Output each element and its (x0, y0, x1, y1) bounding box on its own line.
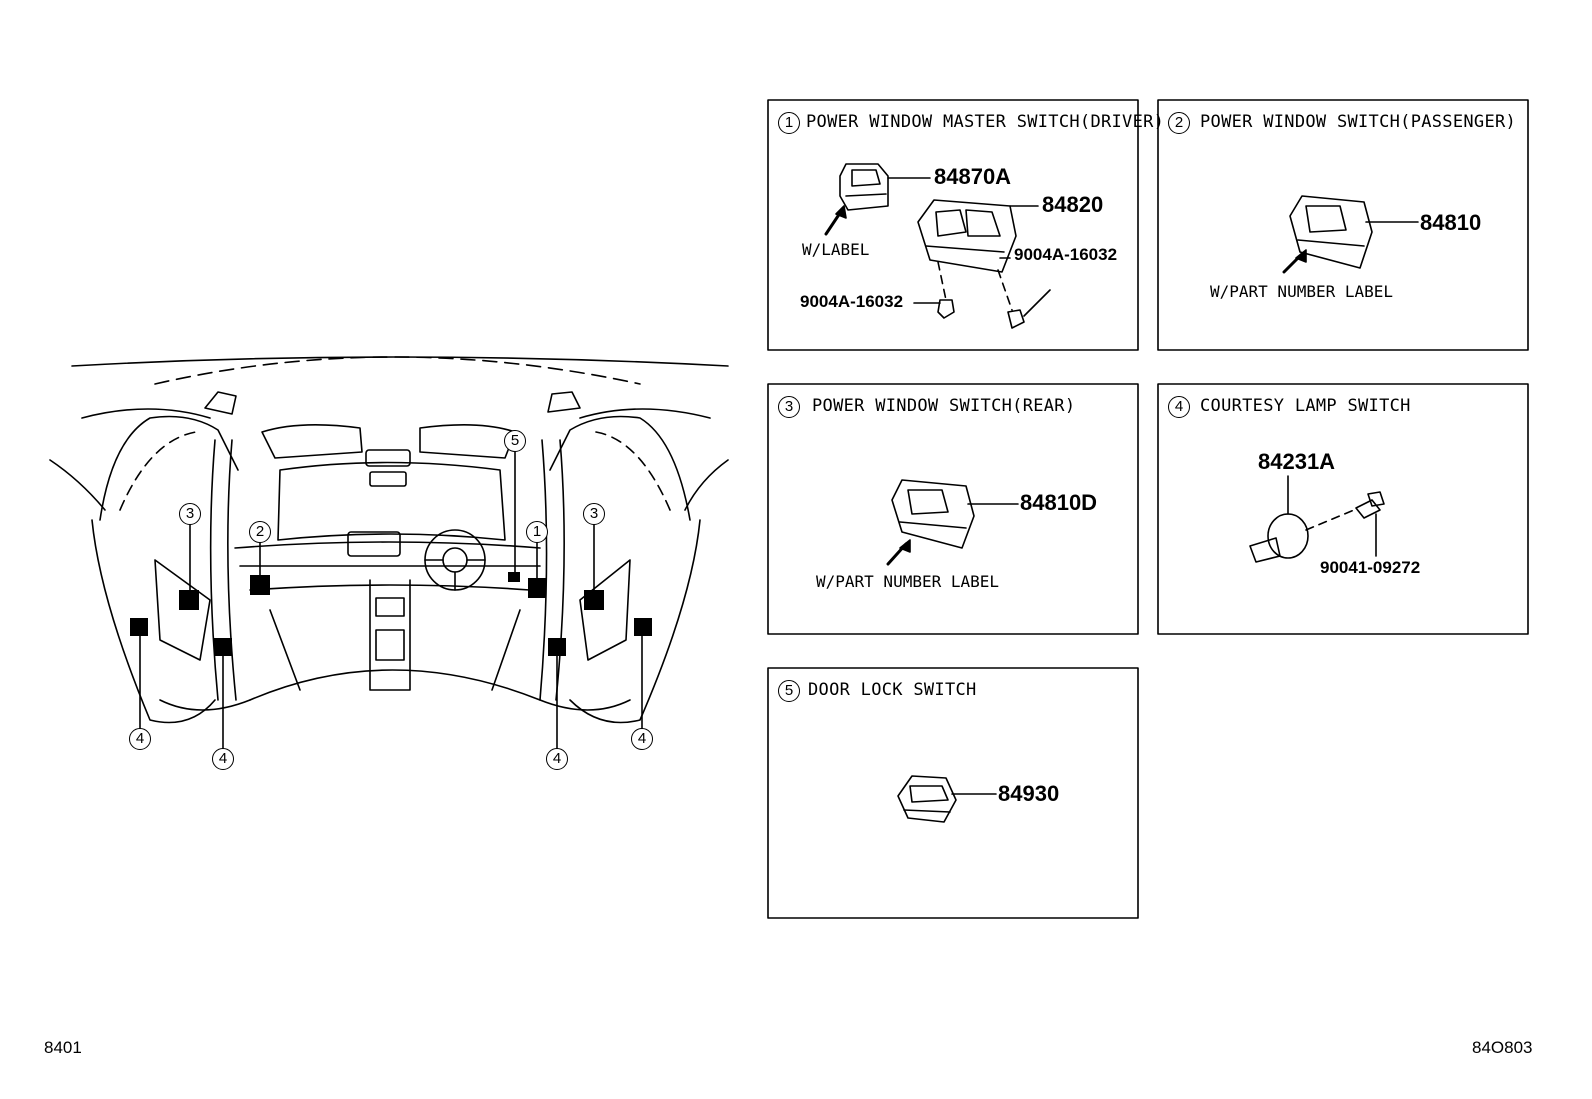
overview-callout: 3 (583, 503, 605, 525)
part-84870a-drawing (839, 163, 889, 211)
part-number-84820: 84820 (1042, 192, 1104, 217)
panel-1-frame (767, 99, 1139, 351)
vehicle-interior-overview (49, 356, 729, 724)
bolt-90041-drawing (1355, 491, 1385, 519)
part-number-label-note: W/PART NUMBER LABEL (816, 572, 1000, 591)
bolt-number-90041: 90041-09272 (1320, 558, 1421, 577)
part-84810d-drawing (891, 479, 975, 549)
overview-callout: 2 (249, 521, 271, 543)
panel-5-frame (767, 667, 1139, 919)
part-84820-drawing (917, 199, 1017, 273)
part-number-84870a: 84870A (934, 164, 1012, 189)
panel-3-number: 3 (778, 396, 800, 418)
overview-callout: 1 (526, 521, 548, 543)
panel-5-title: DOOR LOCK SWITCH (808, 680, 977, 700)
part-number-84231a: 84231A (1258, 449, 1336, 474)
panel-4-number: 4 (1168, 396, 1190, 418)
panel-5-number: 5 (778, 680, 800, 702)
part-84810-drawing (1289, 195, 1373, 269)
part-84930-drawing (897, 775, 957, 823)
overview-callout: 3 (179, 503, 201, 525)
overview-callout: 4 (631, 728, 653, 750)
part-number-84930: 84930 (998, 781, 1060, 806)
overview-leaders (139, 451, 643, 749)
part-84231a-drawing (1249, 513, 1309, 563)
panel-4-title: COURTESY LAMP SWITCH (1200, 396, 1411, 416)
panel-3-title: POWER WINDOW SWITCH(REAR) (812, 396, 1076, 416)
screw-2-drawing (1007, 309, 1025, 329)
panel-2-frame (1157, 99, 1529, 351)
bolt-number-right: 9004A-16032 (1014, 245, 1118, 264)
bolt-number-left: 9004A-16032 (800, 292, 904, 311)
overview-callout: 4 (212, 748, 234, 770)
footer-right-code: 84O803 (1472, 1038, 1533, 1057)
part-number-label-note: W/PART NUMBER LABEL (1210, 282, 1394, 301)
panel-2-number: 2 (1168, 112, 1190, 134)
footer-left-code: 8401 (44, 1038, 82, 1057)
panel-1-number: 1 (778, 112, 800, 134)
panel-2-title: POWER WINDOW SWITCH(PASSENGER) (1200, 112, 1517, 132)
w-label-note: W/LABEL (802, 240, 870, 259)
part-number-84810: 84810 (1420, 210, 1482, 235)
overview-callout: 4 (129, 728, 151, 750)
overview-callout: 5 (504, 430, 526, 452)
panel-1-title: POWER WINDOW MASTER SWITCH(DRIVER) (806, 112, 1165, 132)
overview-callout: 4 (546, 748, 568, 770)
panel-4-frame (1157, 383, 1529, 635)
screw-1-drawing (937, 299, 955, 319)
part-number-84810d: 84810D (1020, 490, 1098, 515)
overview-location-markers (130, 572, 652, 656)
panel-3-frame (767, 383, 1139, 635)
